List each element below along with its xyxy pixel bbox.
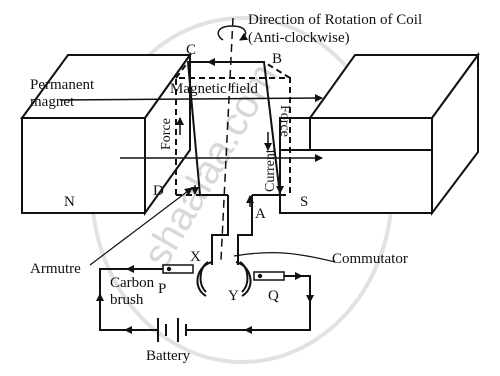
- commutator: [196, 261, 252, 297]
- rotation-axis: [220, 17, 234, 261]
- letter-b: B: [272, 51, 282, 67]
- coil-lead-left: [211, 195, 229, 265]
- brush-label: brush: [110, 292, 144, 308]
- armature-pointer: [89, 187, 193, 266]
- letter-d: D: [153, 183, 164, 199]
- south-magnet: [279, 51, 480, 216]
- permanent-label: Permanent: [30, 77, 95, 93]
- letter-y: Y: [228, 288, 239, 304]
- coil-lead-right: [237, 195, 253, 265]
- rotation-arrow-icon: [217, 25, 249, 41]
- letter-p: P: [158, 281, 166, 297]
- letter-s: S: [300, 194, 308, 210]
- battery-label: Battery: [146, 348, 191, 364]
- rotation-subtitle: (Anti-clockwise): [248, 30, 350, 46]
- letter-a: A: [255, 206, 266, 222]
- letter-q: Q: [268, 288, 279, 304]
- force-right-label: Force: [277, 105, 292, 137]
- carbon-label: Carbon: [110, 275, 155, 291]
- magnetic-field-label: Magnetic field: [170, 81, 258, 97]
- brush-q-terminal: [257, 273, 263, 279]
- commutator-pointer: [233, 252, 336, 263]
- battery-icon: [157, 318, 187, 342]
- coil-front-edges: [186, 61, 281, 196]
- brush-p-terminal: [166, 266, 172, 272]
- current-label: Current: [263, 149, 278, 192]
- letter-n: N: [64, 194, 75, 210]
- north-magnet: [20, 51, 192, 217]
- field-line-top: [59, 94, 323, 103]
- letter-c: C: [186, 42, 196, 58]
- commutator-label: Commutator: [332, 251, 408, 267]
- armature-label: Armutre: [30, 261, 81, 277]
- rotation-title: Direction of Rotation of Coil: [248, 12, 422, 28]
- force-left-label: Force: [159, 118, 174, 150]
- letter-x: X: [190, 249, 201, 265]
- magnet-label: magnet: [30, 94, 75, 110]
- armature-coil: [175, 61, 291, 265]
- coil-back-edges: [175, 77, 291, 195]
